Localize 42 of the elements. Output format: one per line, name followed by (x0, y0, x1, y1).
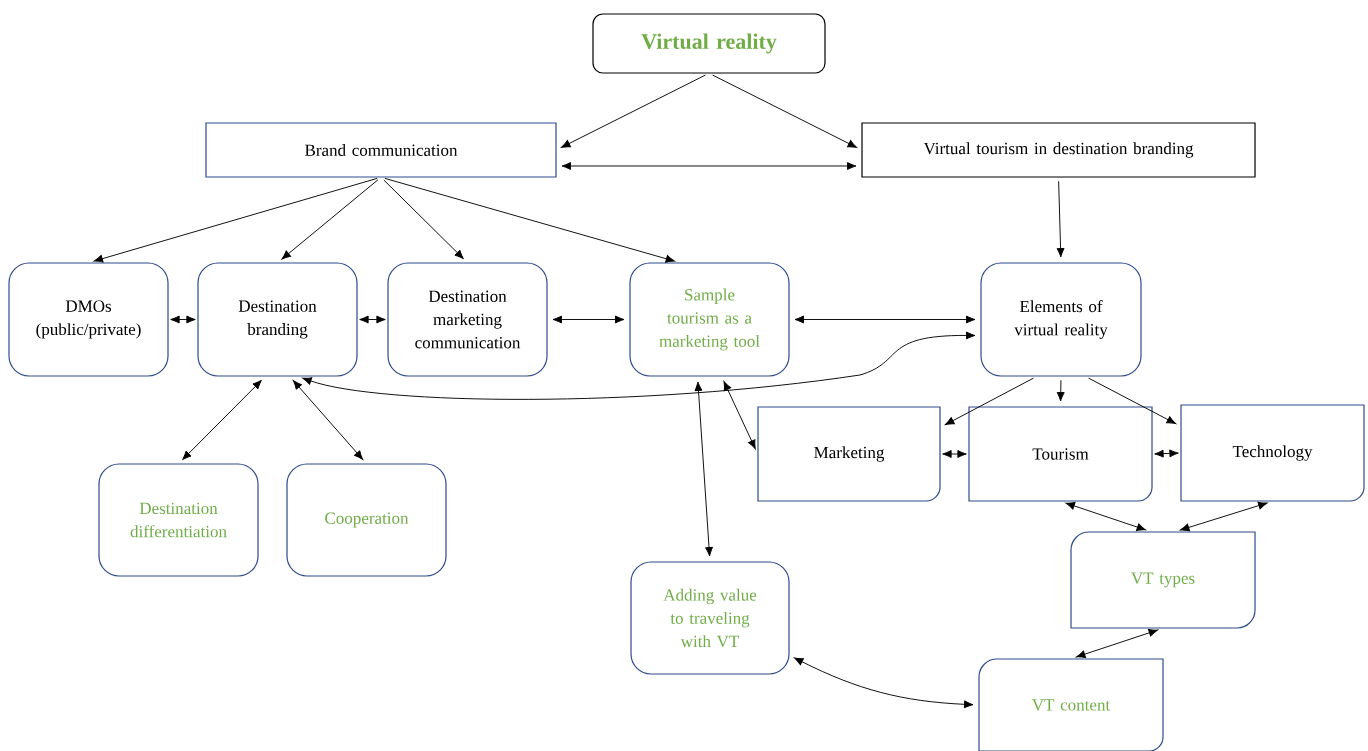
process-box: DMOs (public/private) (8, 262, 169, 377)
arrow (942, 450, 967, 458)
arrow (712, 74, 858, 148)
arrow (552, 315, 625, 324)
process-box: Marketing (757, 406, 941, 502)
arrow (723, 381, 756, 450)
arrow (383, 179, 464, 260)
arrow (93, 177, 378, 263)
arrow (281, 179, 379, 260)
arrow (170, 315, 196, 324)
process-box: Destination branding (197, 262, 358, 377)
arrow (560, 74, 706, 148)
process-box: VT types (1070, 531, 1256, 629)
process-box: VT content (978, 658, 1164, 751)
process-box: Cooperation (286, 463, 447, 577)
arrow (794, 315, 976, 324)
process-box: Elements of virtual reality (980, 262, 1142, 377)
process-box: Destination marketing communication (387, 262, 548, 377)
curved-arrow (302, 331, 976, 400)
arrow (182, 379, 262, 461)
arrow (561, 162, 857, 170)
rounded-box: Virtual reality (592, 13, 826, 74)
process-box: Brand communication (205, 122, 557, 178)
arrow (1180, 501, 1268, 532)
arrow (292, 380, 364, 460)
arrow (359, 315, 386, 324)
arrow (1154, 449, 1179, 458)
arrow (384, 177, 676, 263)
process-box: Tourism (968, 406, 1153, 502)
process-box: Sample tourism as a marketing tool (629, 262, 790, 377)
process-box: Technology (1180, 404, 1365, 502)
process-box: Virtual tourism in destination branding (861, 122, 1256, 178)
arrow (694, 381, 713, 557)
curved-arrow (793, 657, 974, 709)
arrow (1065, 502, 1146, 531)
arrow (1056, 180, 1065, 258)
arrow (944, 377, 1034, 426)
arrow (1088, 377, 1177, 425)
process-box: Destination differentiation (98, 463, 259, 577)
process-box: Adding value to traveling with VT (630, 561, 790, 675)
arrow (1076, 628, 1158, 659)
arrow (1056, 379, 1065, 402)
